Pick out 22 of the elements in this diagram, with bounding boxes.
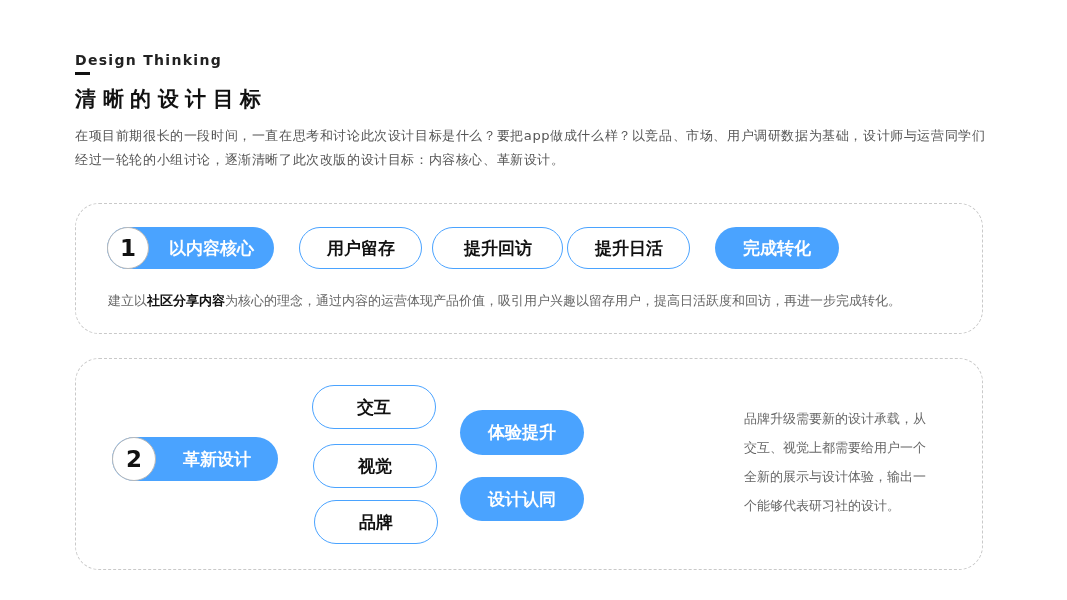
goal-pill: 品牌 bbox=[314, 500, 438, 544]
step-number: 1 bbox=[107, 227, 149, 269]
panel-description: 品牌升级需要新的设计承载，从交互、视觉上都需要给用户一个全新的展示与设计体验，输出一个能够代表研习社的设计。 bbox=[744, 410, 927, 515]
dashed-panel bbox=[75, 358, 983, 570]
intro-paragraph: 在项目前期很长的一段时间，一直在思考和讨论此次设计目标是什么？要把app做成什么样？以竞品、市场、用户调研数据为基础，设计师与运营同学们经过一轮轮的小组讨论，逐渐清晰了此次改版的设计目标：内容核心、革新设计。 bbox=[75, 127, 987, 169]
goal-pill: 提升回访 bbox=[432, 227, 563, 269]
goal-pill: 视觉 bbox=[313, 444, 437, 488]
page-title: 清晰的设计目标 bbox=[75, 86, 268, 113]
panel-description: 建立以社区分享内容为核心的理念，通过内容的运营体现产品价值，吸引用户兴趣以留存用户，提高日活跃度和回访，再进一步完成转化。 bbox=[108, 292, 902, 310]
goal-pill: 用户留存 bbox=[299, 227, 422, 269]
goal-pill: 交互 bbox=[312, 385, 436, 429]
goal-pill: 提升日活 bbox=[567, 227, 690, 269]
highlighted-goal-pill: 体验提升 bbox=[460, 410, 584, 455]
goal-title: 以内容核心 bbox=[168, 237, 255, 260]
step-number: 2 bbox=[112, 437, 156, 481]
highlighted-goal-pill: 设计认同 bbox=[460, 477, 584, 521]
goal-title: 革新设计 bbox=[182, 448, 252, 471]
highlighted-goal-pill: 完成转化 bbox=[715, 227, 839, 269]
kicker-text: Design Thinking bbox=[75, 51, 222, 69]
numbered-goal-pill bbox=[112, 437, 278, 481]
dashed-panel bbox=[75, 203, 983, 334]
numbered-goal-pill bbox=[107, 227, 274, 269]
